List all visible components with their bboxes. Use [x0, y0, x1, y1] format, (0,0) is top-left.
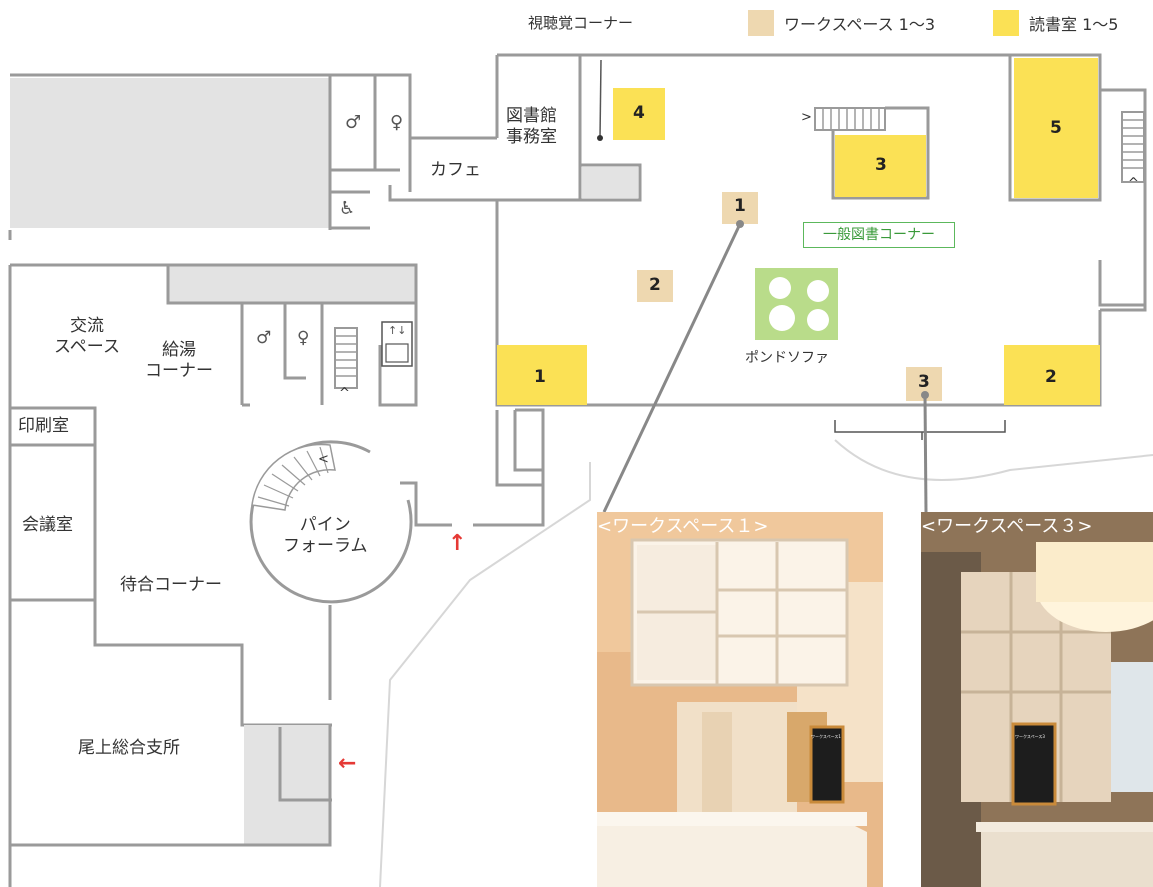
- male-restroom-icon: ♂: [345, 112, 362, 133]
- workspace-3-caption: <ワークスペース３>: [921, 516, 1093, 537]
- reading-room-4-label: 4: [633, 103, 645, 123]
- stair-up-mark-lower: ^: [339, 386, 350, 401]
- exchange-space-label: 交流 スペース: [54, 316, 120, 358]
- workspace-swatch: [748, 10, 774, 36]
- workspace-3-illustration: [921, 512, 1153, 887]
- reading-room-1-block: [497, 345, 587, 405]
- entrance-arrow-left-icon: ←: [338, 751, 357, 776]
- workspace-2-label: 2: [649, 275, 661, 295]
- reading-room-4-block: [613, 88, 665, 140]
- av-corner-label: 視聴覚コーナー: [528, 14, 634, 32]
- legend-workspace: ワークスペース 1〜3: [748, 10, 935, 36]
- workspace-1-caption: <ワークスペース１>: [597, 516, 769, 537]
- pond-sofa-label: ポンドソファ: [745, 350, 829, 366]
- workspace-1-label: 1: [734, 196, 746, 216]
- reading-room-2-block: [1004, 345, 1100, 405]
- meeting-room-label: 会議室: [22, 515, 73, 535]
- elevator-arrows-icon: ↑↓: [388, 324, 407, 337]
- onoe-branch-label: 尾上総合支所: [78, 738, 180, 758]
- reading-room-5-block: [1014, 58, 1098, 198]
- female-restroom-icon: ♀: [390, 112, 404, 133]
- kyuto-corner-label: 給湯 コーナー: [145, 340, 213, 382]
- legend-reading-room-label: 読書室 1〜5: [1029, 15, 1119, 34]
- pond-sofa-block: [755, 268, 838, 340]
- reading-room-3-label: 3: [875, 155, 887, 175]
- general-books-corner-label: 一般図書コーナー: [803, 222, 955, 248]
- cafe-label: カフェ: [430, 160, 481, 180]
- upper-gray-bar: [168, 265, 416, 303]
- site-boundary-curve: [834, 439, 1153, 481]
- waiting-corner-label: 待合コーナー: [120, 575, 222, 595]
- stair-right-mark: >: [801, 110, 812, 125]
- legend-reading-room: 読書室 1〜5: [993, 10, 1118, 36]
- workspace-1-sign-text: ワークスペース1: [811, 734, 841, 739]
- workspace-3-sign-text: ワークスペース3: [1015, 734, 1045, 739]
- pine-forum-label: パイン フォーラム: [283, 515, 368, 557]
- stair-left-mark: <: [318, 452, 329, 467]
- entrance-arrow-up-icon: ↑: [448, 531, 467, 556]
- workspace-1-illustration: [597, 512, 883, 887]
- reading-room-1-label: 1: [534, 367, 546, 387]
- site-boundary: [379, 462, 591, 887]
- print-room-label: 印刷室: [18, 416, 69, 436]
- stair-up-mark-right: ^: [1128, 176, 1139, 191]
- reading-room-3-block: [835, 135, 926, 197]
- male-restroom-icon-lower: ♂: [256, 328, 272, 348]
- workspace-1-block: [722, 192, 758, 224]
- reading-room-2-label: 2: [1045, 367, 1057, 387]
- library-office-label: 図書館 事務室: [506, 106, 557, 148]
- reading-room-swatch: [993, 10, 1019, 36]
- workspace-3-photo: <ワークスペース３> ワークスペース3: [921, 512, 1153, 887]
- upper-left-block: [10, 78, 330, 228]
- workspace-3-label: 3: [918, 372, 930, 392]
- workspace-1-photo: <ワークスペース１> ワークスペース1: [597, 512, 883, 887]
- branch-gray-area: [244, 725, 330, 845]
- female-restroom-icon-lower: ♀: [297, 328, 310, 348]
- wheelchair-icon: ♿: [339, 198, 356, 219]
- reading-room-5-label: 5: [1050, 118, 1062, 138]
- accessible-toilet-room: [332, 194, 368, 226]
- legend-workspace-label: ワークスペース 1〜3: [784, 15, 936, 34]
- workspace-2-block: [637, 270, 673, 302]
